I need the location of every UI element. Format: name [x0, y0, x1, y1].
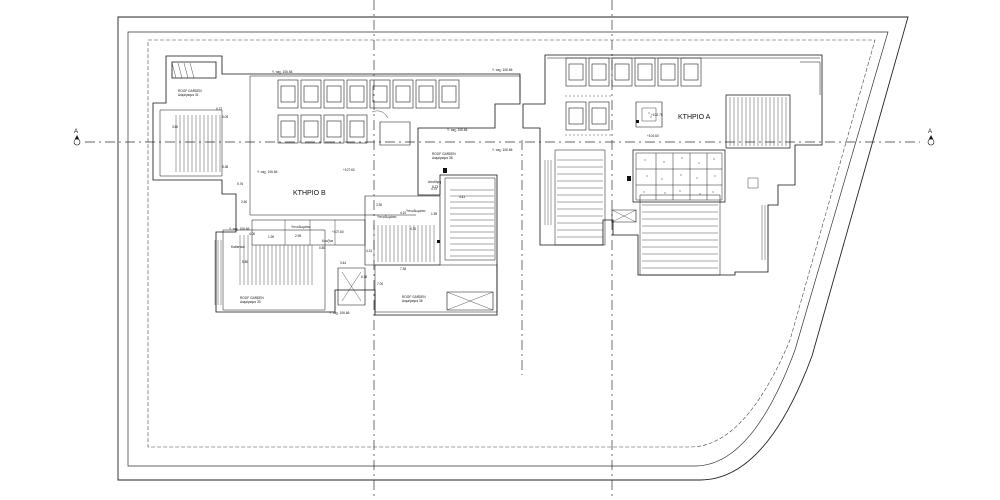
dim-23: 7.00	[377, 282, 383, 286]
grid-lines	[85, 0, 920, 500]
level-label-11: +102.70	[651, 113, 663, 117]
dim-18: 0.80	[319, 246, 325, 250]
level-label-9: +107.60	[332, 230, 344, 234]
dim-7: 3.30	[376, 203, 382, 207]
section-marker-right: A	[927, 129, 935, 146]
dim-2: 3.60	[172, 125, 178, 129]
building-b	[152, 55, 521, 316]
level-label-1: Υ. τοιχ. 106.66	[272, 70, 293, 74]
dim-6: 5.80	[242, 260, 248, 264]
dim-19: 4.00	[249, 232, 255, 236]
dim-20: 5.73	[432, 185, 438, 189]
dim-9: 4.70	[431, 187, 437, 191]
dim-3: 6.09	[222, 115, 228, 119]
level-label-7: Υ. τοιχ. 106.66	[329, 311, 350, 315]
parking-stalls-b	[277, 79, 460, 144]
dim-22: 4.10	[400, 211, 406, 215]
tile-dots	[643, 112, 716, 195]
roof-garden-2-title: ROOF GARDEN	[432, 152, 456, 156]
tiled-area-a	[635, 152, 723, 201]
parking-stalls-a	[565, 57, 702, 136]
dim-14: 2.95	[295, 234, 301, 238]
room-label-living: Καθιστικό	[231, 245, 245, 249]
section-label-left: A	[74, 129, 78, 135]
dim-1: 0.72	[216, 107, 222, 111]
dim-16: 3.44	[340, 261, 346, 265]
roof-garden-1-title: ROOF GARDEN	[178, 89, 202, 93]
setback-line	[147, 39, 876, 448]
dim-17: 8.38	[222, 165, 228, 169]
level-label-8: +107.60	[343, 168, 355, 172]
roof-garden-1-subtitle: Διαμέρισμα 31	[178, 93, 199, 97]
stairs-b	[171, 62, 494, 305]
dim-8: 4.31	[366, 249, 372, 253]
level-label-3: Υ. τοιχ. 106.66	[447, 128, 468, 132]
room-label-bedroom-2: Υπνοδωμάτιο	[377, 215, 397, 219]
dim-4: 5.76	[237, 182, 243, 186]
dim-15: 6.38	[361, 275, 367, 279]
room-label-bedroom-3: Υπνοδωμάτιο	[406, 209, 426, 213]
stairs-a	[544, 97, 787, 269]
dim-21: 4.41	[459, 195, 465, 199]
level-label-4: Υ. τοιχ. 106.66	[492, 148, 513, 152]
site-inner-boundary	[127, 31, 889, 467]
section-label-right: A	[928, 129, 932, 135]
level-label-2: Υ. τοιχ. 106.66	[492, 68, 513, 72]
roof-garden-4-subtitle: Διαμέρισμα 36	[402, 299, 423, 303]
room-label-kitchen: Κουζίνα	[322, 239, 333, 243]
column-markers	[437, 120, 639, 243]
site-boundary	[117, 16, 909, 481]
roof-garden-3-title: ROOF GARDEN	[240, 296, 264, 300]
building-a-label: ΚΤΗΡΙΟ Α	[678, 114, 711, 121]
dim-11: 4.70	[410, 227, 416, 231]
roof-garden-4-title: ROOF GARDEN	[402, 295, 426, 299]
level-label-5: Υ. τοιχ. 106.66	[257, 170, 278, 174]
room-label-bedroom-1: Υπνοδωμάτιο	[291, 225, 311, 229]
dim-5: 2.60	[241, 200, 247, 204]
room-label-storage: Αποθήκη	[428, 180, 441, 184]
level-label-6: Υ. τοιχ. 106.66	[229, 227, 250, 231]
dim-10: 1.55	[431, 212, 437, 216]
roof-garden-2-subtitle: Διαμέρισμα 38	[432, 156, 453, 160]
section-marker-left: A	[73, 129, 81, 146]
dim-12: 7.35	[400, 267, 406, 271]
building-a	[522, 54, 823, 276]
building-b-label: ΚΤΗΡΙΟ Β	[293, 190, 326, 197]
level-label-10: +104.60	[647, 134, 659, 138]
dim-13: 1.90	[268, 235, 274, 239]
roof-garden-3-subtitle: Διαμέρισμα 33	[240, 300, 261, 304]
